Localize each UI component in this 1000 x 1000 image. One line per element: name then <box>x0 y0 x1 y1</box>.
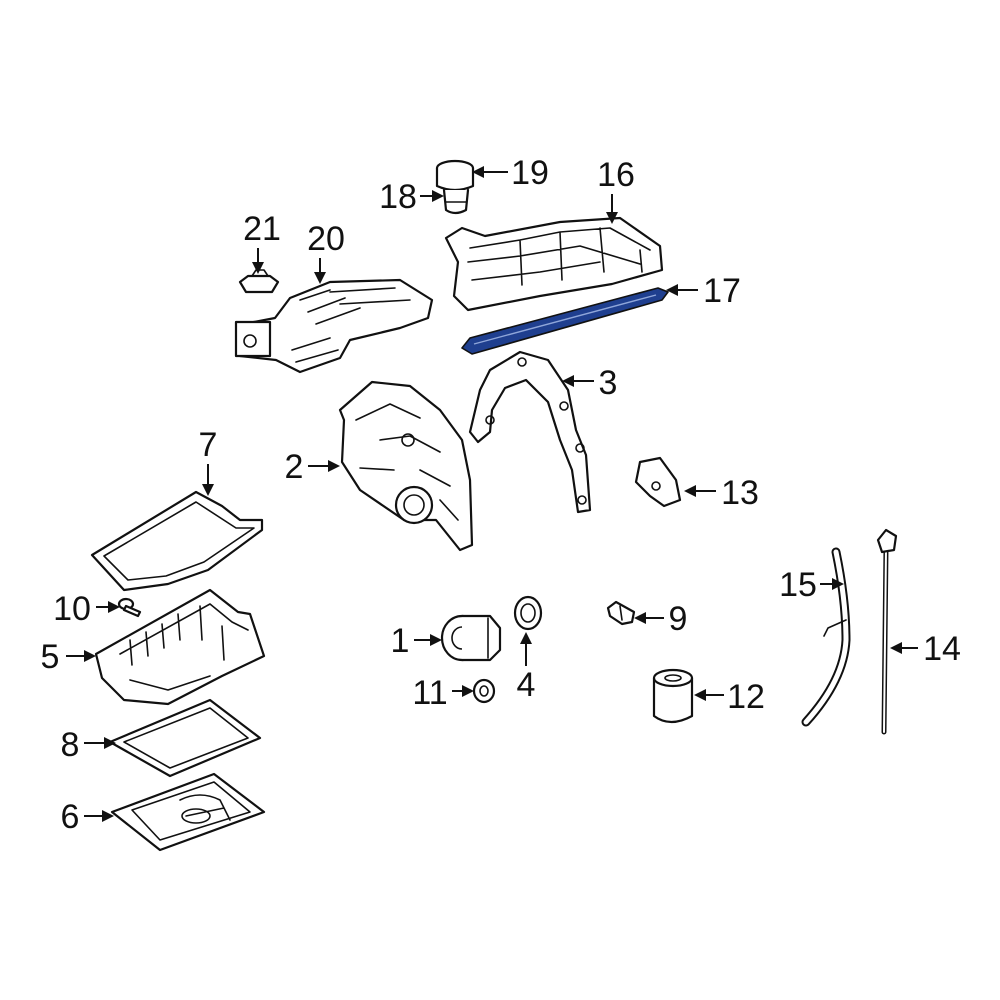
callout-2: 2 <box>285 448 340 486</box>
callout-label: 12 <box>727 678 765 716</box>
callout-18: 18 <box>379 178 444 216</box>
part-18-cap-base[interactable] <box>442 188 470 215</box>
callout-label: 18 <box>379 178 417 216</box>
callout-label: 11 <box>412 674 447 712</box>
callout-1: 1 <box>391 622 442 660</box>
callout-label: 19 <box>511 154 549 192</box>
callout-label: 21 <box>243 210 281 248</box>
callout-label: 7 <box>199 426 218 464</box>
callout-label: 17 <box>703 272 741 310</box>
part-10-bolt[interactable] <box>117 597 142 618</box>
callout-label: 2 <box>285 448 304 486</box>
callout-4: 4 <box>517 632 536 704</box>
callout-label: 8 <box>61 726 80 764</box>
callout-13: 13 <box>684 474 759 512</box>
callout-19: 19 <box>472 154 549 192</box>
callout-5: 5 <box>41 638 96 676</box>
callout-20: 20 <box>307 220 345 284</box>
part-19-cap[interactable] <box>435 159 475 192</box>
callout-label: 15 <box>779 566 817 604</box>
part-9-plug[interactable] <box>606 600 636 626</box>
callout-16: 16 <box>597 156 635 224</box>
gasket-highlight <box>461 287 669 355</box>
part-14-dipstick[interactable] <box>876 528 898 735</box>
callout-label: 14 <box>923 630 961 668</box>
callout-7: 7 <box>199 426 218 496</box>
callout-12: 12 <box>694 678 765 716</box>
part-7-pan-gasket[interactable] <box>90 490 264 592</box>
callout-9: 9 <box>634 600 687 638</box>
part-4-seal-ring[interactable] <box>513 595 543 631</box>
callout-label: 3 <box>599 364 618 402</box>
part-16-valve-cover[interactable] <box>444 216 664 312</box>
callout-label: 4 <box>517 666 536 704</box>
part-15-dipstick-tube[interactable] <box>801 547 851 727</box>
callout-label: 20 <box>307 220 345 258</box>
callout-15: 15 <box>779 566 844 604</box>
callout-label: 6 <box>61 798 80 836</box>
part-6-lower-oil-pan[interactable] <box>110 772 266 852</box>
part-17-valve-cover-gasket[interactable] <box>461 287 669 355</box>
callout-3: 3 <box>562 364 617 402</box>
callout-17: 17 <box>666 272 741 310</box>
part-5-upper-oil-pan[interactable] <box>94 588 266 706</box>
callout-10: 10 <box>53 590 120 628</box>
part-2-timing-cover[interactable] <box>338 380 474 552</box>
callout-label: 16 <box>597 156 635 194</box>
callout-label: 10 <box>53 590 91 628</box>
part-12-oil-filter[interactable] <box>652 668 694 724</box>
callout-8: 8 <box>61 726 116 764</box>
callout-6: 6 <box>61 798 114 836</box>
callout-label: 1 <box>391 622 410 660</box>
callout-11: 11 <box>412 674 474 712</box>
callout-21: 21 <box>243 210 281 274</box>
callout-label: 5 <box>41 638 60 676</box>
part-21-clip[interactable] <box>238 269 280 294</box>
part-8-lower-gasket[interactable] <box>108 698 262 778</box>
part-1-front-seal[interactable] <box>440 614 502 662</box>
part-11-washer[interactable] <box>472 678 496 704</box>
part-20-intake-duct[interactable] <box>234 278 434 374</box>
part-3-timing-gasket[interactable] <box>468 350 592 514</box>
part-13-sensor[interactable] <box>634 456 682 508</box>
callout-label: 13 <box>721 474 759 512</box>
callout-label: 9 <box>669 600 688 638</box>
callout-14: 14 <box>890 630 961 668</box>
